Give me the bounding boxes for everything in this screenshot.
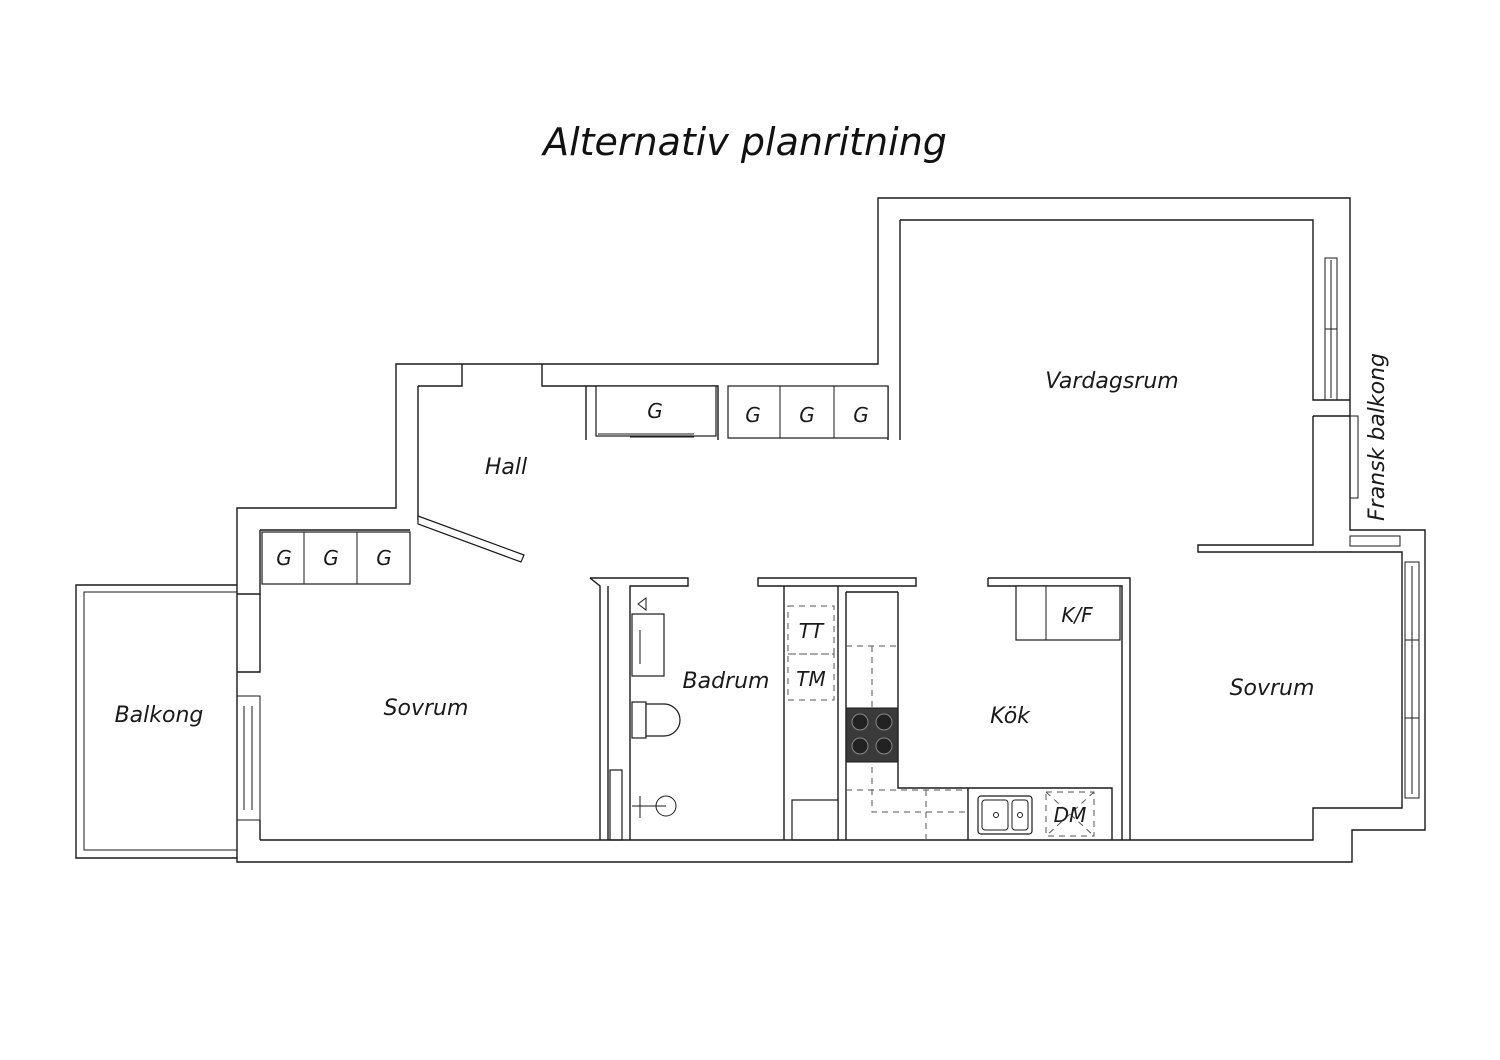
- wardrobe-label: G: [376, 546, 392, 570]
- room-label-badrum: Badrum: [683, 669, 770, 694]
- laundry-area: [787, 605, 835, 701]
- plan-title: Alternativ planritning: [540, 120, 947, 164]
- wardrobe-label: G: [853, 403, 869, 427]
- outer-walls: [236, 197, 1426, 863]
- dishwasher-icon: [1045, 791, 1095, 837]
- wardrobe-label: G: [647, 399, 663, 423]
- toilet-icon: [631, 701, 681, 739]
- fridge-freezer-label: K/F: [1061, 603, 1093, 627]
- stove-icon: [845, 707, 899, 763]
- dishwasher-label: DM: [1054, 803, 1087, 827]
- room-labels: Vardagsrum Hall Sovrum Sovrum Balkong Ba…: [115, 353, 1390, 729]
- room-label-fransk-balkong: Fransk balkong: [1365, 353, 1390, 521]
- wardrobes-hall: [595, 385, 889, 439]
- wardrobe-label: G: [323, 546, 339, 570]
- wardrobe-label: G: [276, 546, 292, 570]
- wardrobes-bedroom: [261, 531, 411, 585]
- washbasin-icon: [631, 597, 665, 677]
- room-label-sovrum-left: Sovrum: [384, 696, 469, 721]
- room-label-sovrum-right: Sovrum: [1230, 676, 1315, 701]
- hall-door: [417, 515, 525, 563]
- wardrobe-label: G: [745, 403, 761, 427]
- room-label-hall: Hall: [485, 455, 527, 480]
- windows-right: [1324, 257, 1420, 799]
- kitchen-fixtures: [845, 585, 1121, 840]
- bathroom-fixtures: [631, 597, 681, 818]
- sink-icon: [977, 795, 1033, 835]
- washer-label: TM: [796, 667, 825, 691]
- dryer-label: TT: [799, 619, 825, 643]
- shower-icon: [632, 795, 677, 818]
- wardrobe-label: G: [799, 403, 815, 427]
- balcony: [75, 584, 237, 859]
- room-label-kok: Kök: [990, 704, 1031, 729]
- room-label-vardagsrum: Vardagsrum: [1045, 369, 1178, 394]
- fixture-labels: G G G G G G G TT TM K/F DM: [276, 399, 1093, 827]
- room-label-balkong: Balkong: [115, 703, 204, 728]
